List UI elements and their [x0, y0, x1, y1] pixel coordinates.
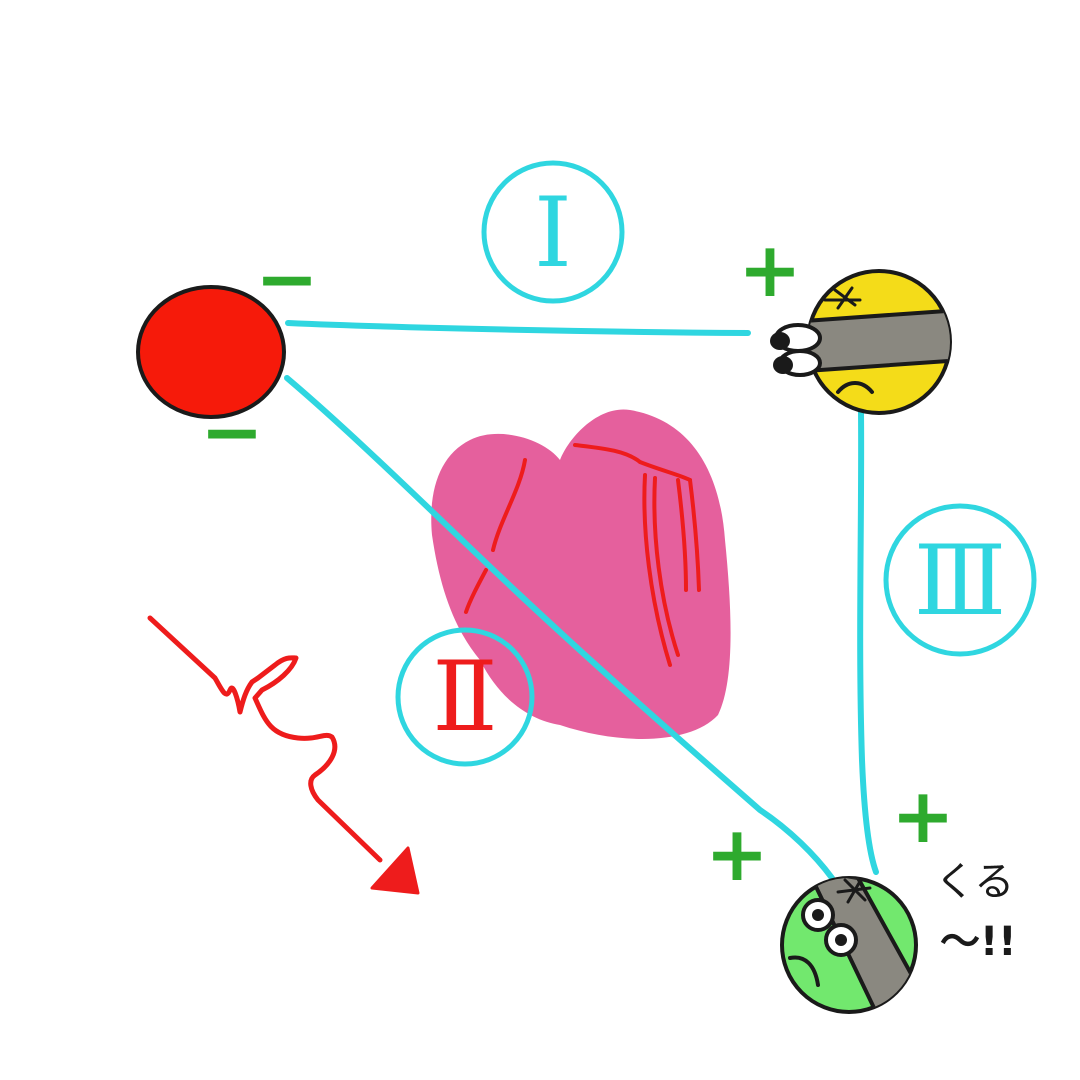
- left-arm-electrode: [770, 269, 952, 415]
- surprised-mouth: [788, 955, 820, 987]
- vessel-left: [491, 458, 527, 552]
- bandage-mark: [836, 878, 872, 904]
- left-leg-electrode: [780, 876, 918, 1014]
- lead-label-text: Ⅰ: [534, 177, 572, 289]
- grumpy-mouth: [836, 381, 874, 394]
- sign-right-arm-top: −: [255, 234, 319, 323]
- grumpy-face-icon: [808, 286, 950, 394]
- sign-left-leg-left: +: [705, 809, 769, 898]
- vessel-top: [573, 443, 642, 464]
- pupil-right: [773, 356, 793, 374]
- speech-text: くる 〜!!: [935, 859, 1016, 965]
- surprised-face-icon: [788, 878, 916, 1012]
- ecg-arrowhead: [370, 846, 420, 895]
- coronary-vessels: [464, 443, 701, 667]
- pupil-left: [770, 332, 790, 350]
- lead-label-iii: Ⅲ: [883, 503, 1037, 657]
- vessel-left-lower: [464, 568, 488, 614]
- pupil-lower: [835, 934, 847, 946]
- sign-left-leg-right: +: [891, 771, 955, 860]
- lead-label-circle: [395, 627, 535, 767]
- speech-line-2: 〜!!: [940, 919, 1016, 965]
- lead-line-ii: [284, 375, 835, 881]
- lead-label-circle: [481, 160, 625, 304]
- lead-lines: [284, 320, 879, 881]
- sign-left-arm: +: [738, 225, 802, 314]
- right-arm-electrode-body: [136, 285, 286, 419]
- bandage-mark: [823, 286, 862, 310]
- vessel-descending-1: [642, 473, 672, 667]
- vessel-right-1: [688, 478, 701, 592]
- vessel-descending-2: [652, 476, 680, 657]
- speech-line-1: くる: [935, 859, 1014, 905]
- lead-label-text: Ⅱ: [432, 641, 497, 753]
- band: [804, 878, 916, 1012]
- vessel-right-2: [676, 478, 688, 592]
- grumpy-eyes: [770, 323, 822, 377]
- lead-line-iii: [857, 409, 879, 875]
- ecg-arrow-icon: [147, 615, 420, 895]
- pupil-upper: [812, 909, 824, 921]
- lead-label-circle: [883, 503, 1037, 657]
- lead-label-ii: Ⅱ: [395, 627, 535, 767]
- heart-blob-icon: [431, 409, 731, 739]
- lead-line-i: [285, 320, 751, 336]
- band: [808, 307, 950, 375]
- lead-label-text: Ⅲ: [914, 525, 1007, 637]
- polarity-signs: − − + + +: [200, 225, 955, 898]
- vessel-arc: [638, 460, 692, 482]
- right-arm-electrode: [136, 285, 286, 419]
- ecg-wave: [147, 615, 383, 863]
- lead-label-i: Ⅰ: [481, 160, 625, 304]
- sign-right-arm-bottom: −: [200, 387, 264, 476]
